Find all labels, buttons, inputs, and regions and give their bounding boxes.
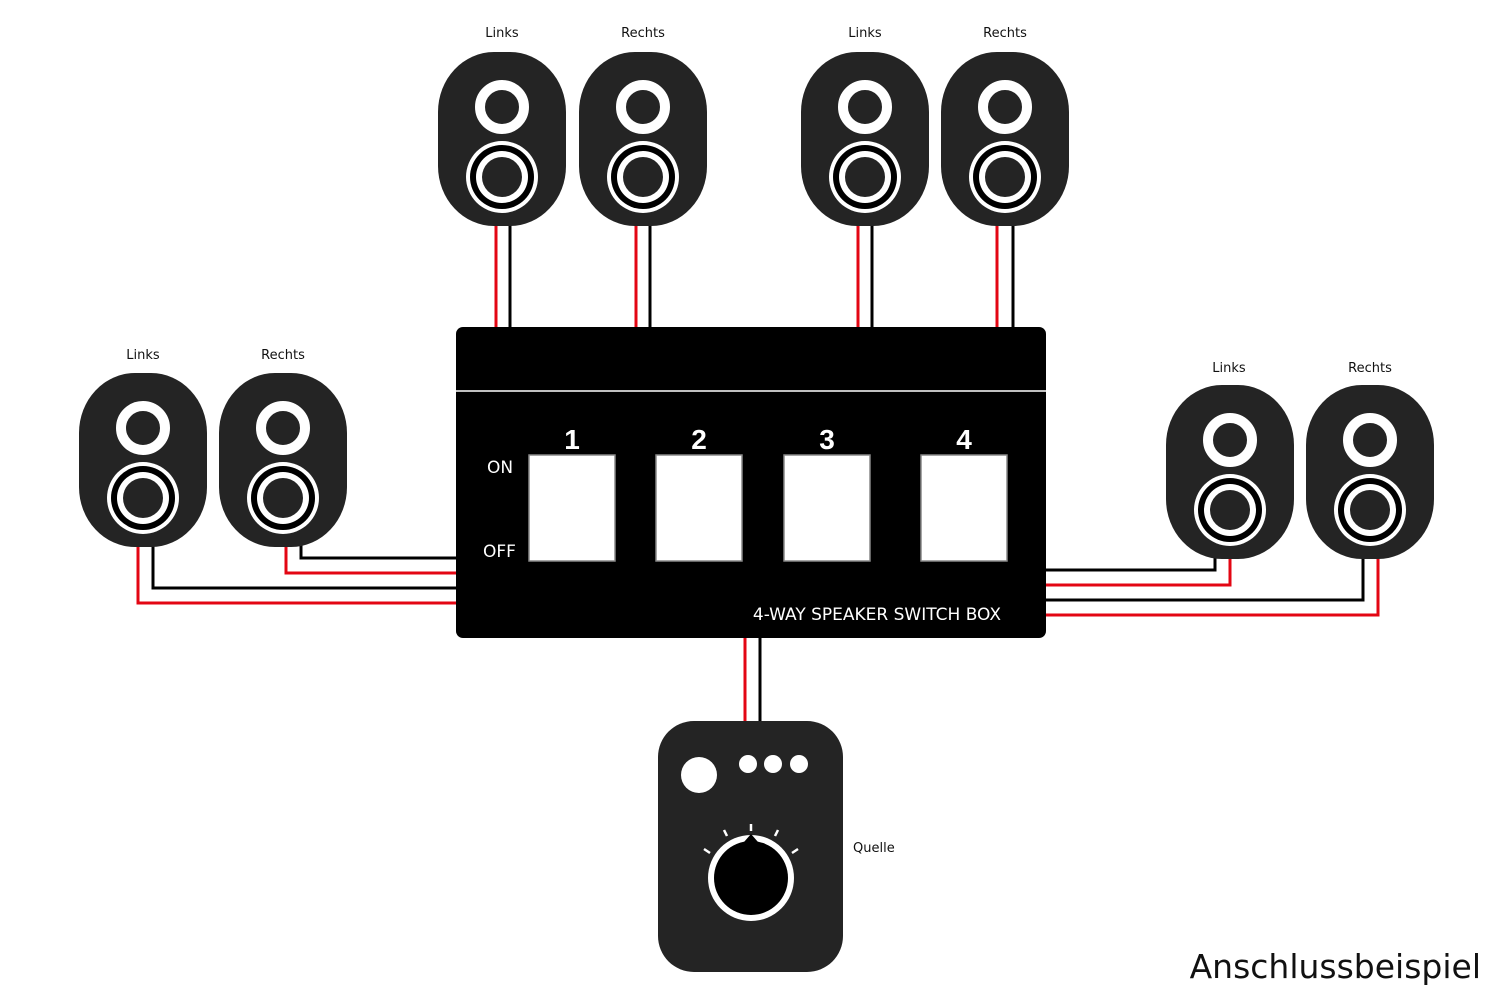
speaker-label: Links xyxy=(126,348,160,363)
indicator-light-icon xyxy=(790,755,808,773)
speaker-icon xyxy=(1306,385,1434,559)
speaker-icon xyxy=(579,52,707,226)
switch-box: ON OFF 1 2 3 4 4-WAY SPEAKER SWITCH BOX xyxy=(456,327,1046,638)
indicator-light-icon xyxy=(764,755,782,773)
volume-knob-icon[interactable] xyxy=(708,834,794,921)
speaker-pair-left: Links Rechts xyxy=(79,348,347,547)
speaker-icon xyxy=(438,52,566,226)
speaker-label: Links xyxy=(1212,361,1246,376)
speaker-label: Links xyxy=(485,26,519,41)
speaker[interactable] xyxy=(79,373,207,547)
speaker[interactable] xyxy=(1306,385,1434,559)
wires-top xyxy=(494,222,1015,330)
switch-2[interactable]: 2 xyxy=(655,424,743,562)
speaker-icon xyxy=(801,52,929,226)
wire-negative xyxy=(1044,555,1217,572)
speaker-label: Rechts xyxy=(261,348,305,363)
wires-left xyxy=(136,545,460,605)
speaker-pair-top-left: Links Rechts xyxy=(438,26,707,226)
switch-number: 4 xyxy=(956,424,972,455)
speaker-label: Links xyxy=(848,26,882,41)
wire-negative xyxy=(151,545,460,590)
indicator-light-icon xyxy=(739,755,757,773)
speaker[interactable] xyxy=(801,52,929,226)
speaker-label: Rechts xyxy=(621,26,665,41)
rocker-switch[interactable] xyxy=(655,454,743,562)
speaker[interactable] xyxy=(1166,385,1294,559)
speaker-label: Rechts xyxy=(983,26,1027,41)
speaker[interactable] xyxy=(579,52,707,226)
wire-negative xyxy=(1044,555,1365,602)
speaker-icon xyxy=(941,52,1069,226)
diagram-caption: Anschlussbeispiel xyxy=(1190,947,1481,986)
wire-negative xyxy=(299,545,460,560)
speaker-pair-right: Links Rechts xyxy=(1166,361,1434,559)
switch-1[interactable]: 1 xyxy=(528,424,616,562)
source-label: Quelle xyxy=(853,841,895,856)
switch-number: 3 xyxy=(819,424,835,455)
on-label: ON xyxy=(487,458,513,478)
rocker-switch[interactable] xyxy=(783,454,871,562)
wire-positive xyxy=(1044,555,1380,617)
switch-4[interactable]: 4 xyxy=(920,424,1008,562)
wire-positive xyxy=(1044,555,1232,587)
power-button-icon[interactable] xyxy=(681,757,717,793)
speaker-icon xyxy=(79,373,207,547)
source-device: Quelle xyxy=(658,721,895,972)
wire-positive xyxy=(136,545,460,605)
speaker[interactable] xyxy=(941,52,1069,226)
speaker[interactable] xyxy=(438,52,566,226)
speaker-icon xyxy=(219,373,347,547)
rocker-switch[interactable] xyxy=(920,454,1008,562)
speaker[interactable] xyxy=(219,373,347,547)
switch-3[interactable]: 3 xyxy=(783,424,871,562)
switch-number: 2 xyxy=(691,424,707,455)
speaker-pair-top-right: Links Rechts xyxy=(801,26,1069,226)
speaker-icon xyxy=(1166,385,1294,559)
switch-number: 1 xyxy=(564,424,580,455)
volume-knob-ticks xyxy=(703,824,799,855)
wire-positive xyxy=(284,545,460,575)
switch-box-title: 4-WAY SPEAKER SWITCH BOX xyxy=(753,605,1001,625)
wires-source xyxy=(743,635,762,725)
rocker-switch[interactable] xyxy=(528,454,616,562)
speaker-label: Rechts xyxy=(1348,361,1392,376)
off-label: OFF xyxy=(483,542,516,562)
wires-right xyxy=(1044,555,1380,617)
